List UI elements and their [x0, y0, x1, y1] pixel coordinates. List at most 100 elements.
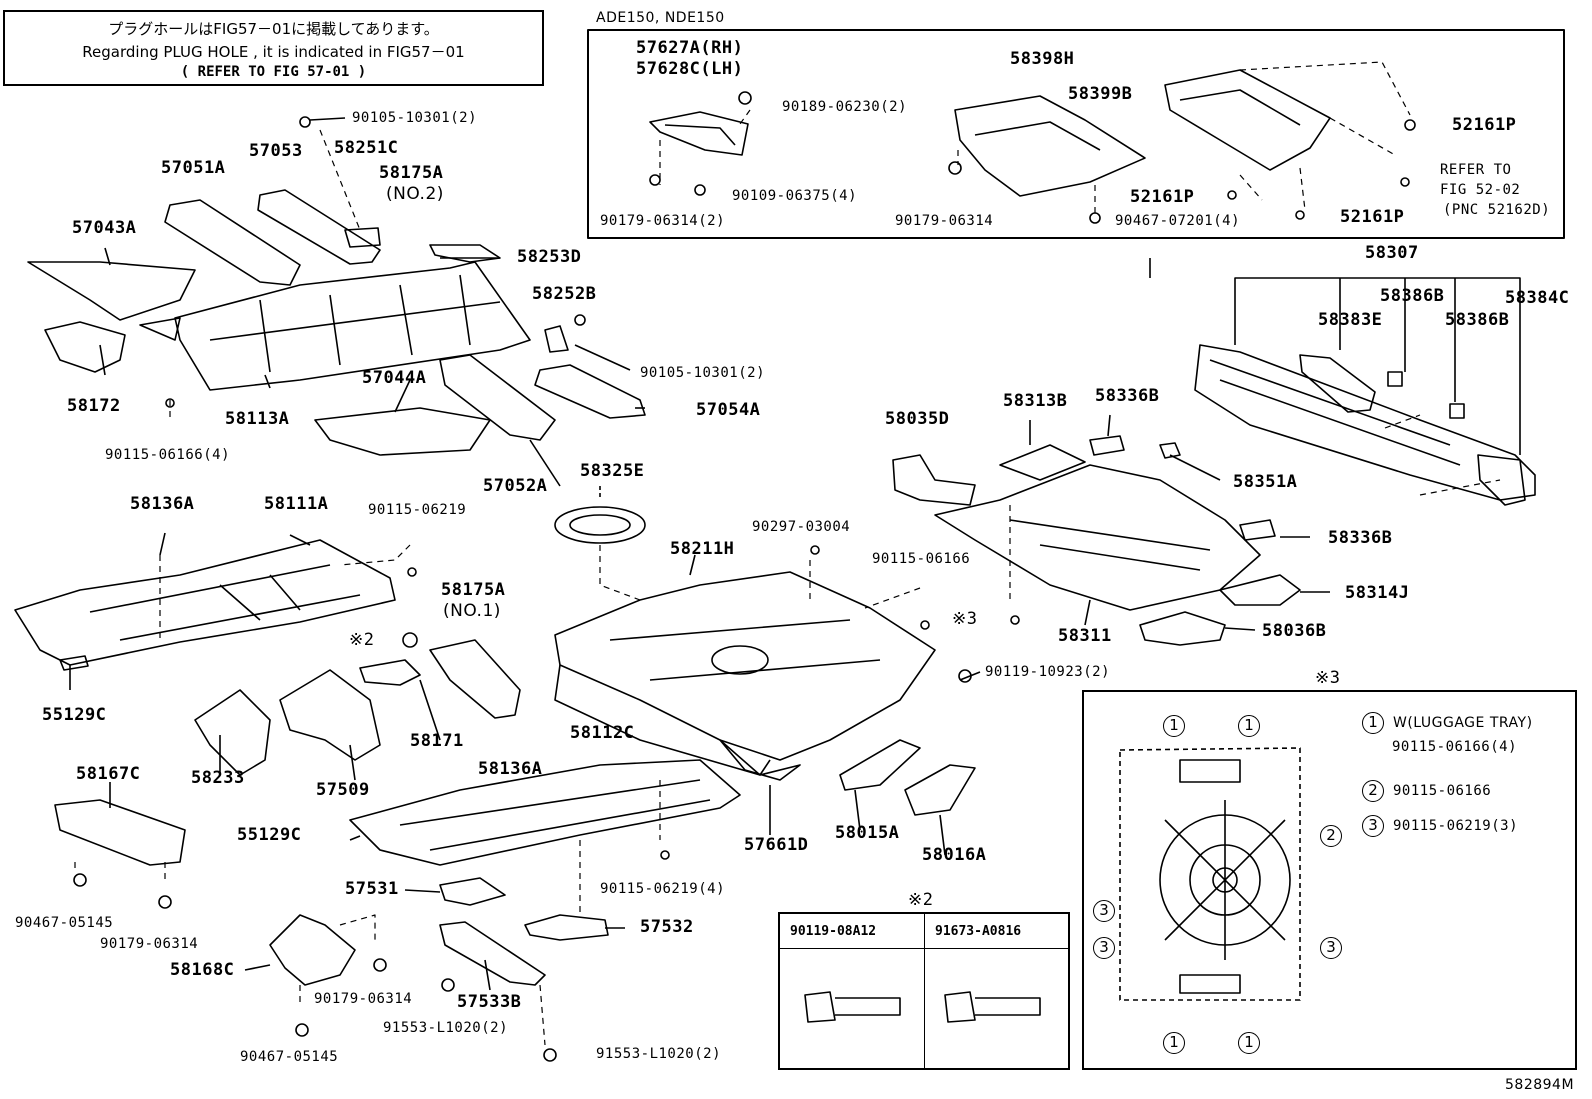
part-label[interactable]: 90105-10301(2) — [352, 110, 478, 126]
part-label[interactable]: 58386B — [1445, 310, 1510, 330]
detail-callout: 3 — [1320, 937, 1342, 959]
part-label[interactable]: 90467-05145 — [240, 1049, 339, 1065]
part-label[interactable]: 58311 — [1058, 626, 1112, 646]
part-label[interactable]: 90119-10923(2) — [985, 664, 1111, 680]
part-label[interactable]: 57051A — [161, 158, 226, 178]
part-label[interactable]: 57661D — [744, 835, 809, 855]
part-label[interactable]: 58168C — [170, 960, 235, 980]
part-label[interactable]: 58253D — [517, 247, 582, 267]
inset-model-label: ADE150, NDE150 — [596, 10, 725, 26]
part-label[interactable]: 58233 — [191, 768, 245, 788]
legend-circle-3: 3 — [1362, 815, 1384, 837]
note-line-japanese: プラグホールはFIG57－01に掲載してあります。 — [108, 20, 439, 38]
plug-hole-note: プラグホールはFIG57－01に掲載してあります。 Regarding PLUG… — [3, 10, 544, 86]
part-label[interactable]: 57532 — [640, 917, 694, 937]
part-label[interactable]: 58386B — [1380, 286, 1445, 306]
part-label[interactable]: 57509 — [316, 780, 370, 800]
part-label[interactable]: 58111A — [264, 494, 329, 514]
table2-mark: ※2 — [908, 890, 934, 910]
part-label[interactable]: 58175A — [379, 163, 444, 183]
part-label[interactable]: 58307 — [1365, 243, 1419, 263]
part-label[interactable]: 90179-06314 — [100, 936, 199, 952]
part-label[interactable]: 58398H — [1010, 49, 1075, 69]
part-label[interactable]: 91553-L1020(2) — [596, 1046, 722, 1062]
table3-mark: ※3 — [1315, 668, 1341, 688]
part-label[interactable]: 58172 — [67, 396, 121, 416]
part-label[interactable]: 58167C — [76, 764, 141, 784]
part-label[interactable]: 57052A — [483, 476, 548, 496]
part-label[interactable]: 58351A — [1233, 472, 1298, 492]
part-label[interactable]: 90467-05145 — [15, 915, 114, 931]
part-label[interactable]: 57043A — [72, 218, 137, 238]
part-label[interactable]: 58211H — [670, 539, 735, 559]
refer-text: (PNC 52162D) — [1443, 202, 1551, 218]
part-label[interactable]: 58399B — [1068, 84, 1133, 104]
part-label[interactable]: 90179-06314 — [314, 991, 413, 1007]
part-label[interactable]: 55129C — [237, 825, 302, 845]
part-label[interactable]: 58251C — [334, 138, 399, 158]
part-label[interactable]: 58016A — [922, 845, 987, 865]
note-line-english: Regarding PLUG HOLE , it is indicated in… — [82, 43, 465, 61]
part-label[interactable]: 52161P — [1130, 187, 1195, 207]
luggage-tray-detail — [1082, 690, 1577, 1070]
legend-circle-2: 2 — [1362, 780, 1384, 802]
part-label[interactable]: 58136A — [130, 494, 195, 514]
part-label[interactable]: 90297-03004 — [752, 519, 851, 535]
part-label[interactable]: 90115-06219 — [368, 502, 467, 518]
part-label[interactable]: 90179-06314 — [895, 213, 994, 229]
detail-callout: 3 — [1093, 937, 1115, 959]
part-label[interactable]: 90115-06166(4) — [105, 447, 231, 463]
part-label[interactable]: 58252B — [532, 284, 597, 304]
part-label[interactable]: 58035D — [885, 409, 950, 429]
detail-callout: 1 — [1238, 1032, 1260, 1054]
part-label[interactable]: 90189-06230(2) — [782, 99, 908, 115]
part-label[interactable]: 57533B — [457, 992, 522, 1012]
part-label[interactable]: 57531 — [345, 879, 399, 899]
part-label[interactable]: 57044A — [362, 368, 427, 388]
part-label[interactable]: 90115-06166 — [872, 551, 971, 567]
part-label[interactable]: 58383E — [1318, 310, 1383, 330]
part-label[interactable]: 57053 — [249, 141, 303, 161]
part-label[interactable]: 58171 — [410, 731, 464, 751]
legend-text-2: 90115-06166 — [1393, 783, 1492, 799]
part-label[interactable]: 90115-06219(4) — [600, 881, 726, 897]
part-label[interactable]: 58384C — [1505, 288, 1570, 308]
part-label[interactable]: 58136A — [478, 759, 543, 779]
legend-text-1: W(LUGGAGE TRAY) — [1393, 715, 1533, 731]
part-label[interactable]: 90179-06314(2) — [600, 213, 726, 229]
part-label[interactable]: 55129C — [42, 705, 107, 725]
part-label[interactable]: 58175A — [441, 580, 506, 600]
part-label[interactable]: 90109-06375(4) — [732, 188, 858, 204]
legend-text-1b: 90115-06166(4) — [1392, 739, 1518, 755]
table2-col1: 90119-08A12 — [790, 924, 877, 939]
part-label[interactable]: 58015A — [835, 823, 900, 843]
part-label[interactable]: 58036B — [1262, 621, 1327, 641]
part-label[interactable]: 90467-07201(4) — [1115, 213, 1241, 229]
part-label[interactable]: 58112C — [570, 723, 635, 743]
legend-text-3: 90115-06219(3) — [1393, 818, 1519, 834]
part-label[interactable]: 58336B — [1095, 386, 1160, 406]
part-label[interactable]: 91553-L1020(2) — [383, 1020, 509, 1036]
part-label[interactable]: 57628C(LH) — [636, 59, 744, 79]
part-label[interactable]: 58314J — [1345, 583, 1410, 603]
part-label[interactable]: 57054A — [696, 400, 761, 420]
part-label-note: (NO.1) — [443, 601, 501, 621]
part-label[interactable]: 58113A — [225, 409, 290, 429]
part-label[interactable]: 52161P — [1340, 207, 1405, 227]
part-label[interactable]: 57627A(RH) — [636, 38, 744, 58]
note-line-refer: ( REFER TO FIG 57-01 ) — [180, 64, 367, 80]
part-label[interactable]: 90105-10301(2) — [640, 365, 766, 381]
part-label[interactable]: 52161P — [1452, 115, 1517, 135]
detail-callout: 1 — [1238, 715, 1260, 737]
part-label[interactable]: 58325E — [580, 461, 645, 481]
refer-text: REFER TO — [1440, 162, 1512, 178]
reference-mark: ※3 — [952, 609, 978, 629]
reference-mark: ※2 — [349, 630, 375, 650]
figure-number: 582894M — [1505, 1077, 1575, 1093]
detail-callout: 2 — [1320, 825, 1342, 847]
part-label[interactable]: 58336B — [1328, 528, 1393, 548]
part-label[interactable]: 58313B — [1003, 391, 1068, 411]
detail-callout: 1 — [1163, 1032, 1185, 1054]
part-label-note: (NO.2) — [386, 184, 444, 204]
